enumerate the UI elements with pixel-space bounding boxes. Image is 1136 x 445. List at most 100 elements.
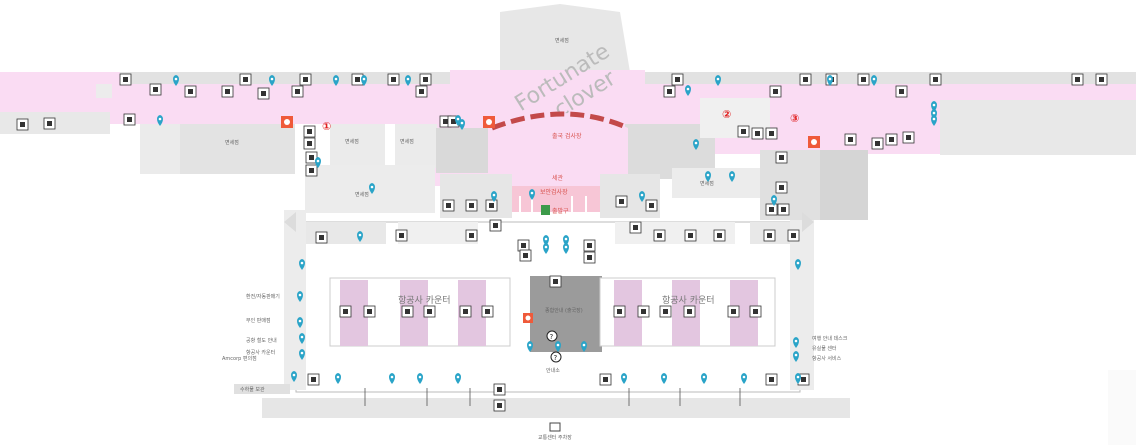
facility-sign-icon[interactable] — [775, 181, 788, 194]
facility-sign-icon[interactable] — [387, 73, 400, 86]
facility-sign-icon[interactable] — [684, 229, 697, 242]
location-pin-icon[interactable] — [729, 171, 735, 182]
facility-sign-icon[interactable] — [315, 231, 328, 244]
location-pin-icon[interactable] — [661, 373, 667, 384]
facility-sign-icon[interactable] — [395, 229, 408, 242]
location-pin-icon[interactable] — [795, 373, 801, 384]
location-pin-icon[interactable] — [455, 115, 461, 126]
facility-sign-icon[interactable] — [583, 239, 596, 252]
facility-sign-icon[interactable] — [465, 229, 478, 242]
facility-sign-icon[interactable] — [1071, 73, 1084, 86]
location-pin-icon[interactable] — [871, 75, 877, 86]
restaurant-icon[interactable] — [523, 313, 533, 323]
facility-sign-icon[interactable] — [629, 221, 642, 234]
facility-sign-icon[interactable] — [123, 113, 136, 126]
facility-sign-icon[interactable] — [1095, 73, 1108, 86]
facility-sign-icon[interactable] — [637, 305, 650, 318]
facility-sign-icon[interactable] — [291, 85, 304, 98]
info-icon[interactable]: ? — [550, 351, 562, 363]
facility-sign-icon[interactable] — [339, 305, 352, 318]
facility-sign-icon[interactable] — [519, 249, 532, 262]
location-pin-icon[interactable] — [297, 317, 303, 328]
facility-sign-icon[interactable] — [119, 73, 132, 86]
facility-sign-icon[interactable] — [895, 85, 908, 98]
facility-sign-icon[interactable] — [615, 195, 628, 208]
facility-sign-icon[interactable] — [599, 373, 612, 386]
facility-sign-icon[interactable] — [363, 305, 376, 318]
location-pin-icon[interactable] — [931, 115, 937, 126]
facility-sign-icon[interactable] — [799, 73, 812, 86]
facility-sign-icon[interactable] — [583, 251, 596, 264]
facility-sign-icon[interactable] — [303, 125, 316, 138]
location-pin-icon[interactable] — [543, 235, 549, 246]
facility-sign-icon[interactable] — [442, 199, 455, 212]
facility-sign-icon[interactable] — [844, 133, 857, 146]
location-pin-icon[interactable] — [685, 85, 691, 96]
location-pin-icon[interactable] — [299, 259, 305, 270]
facility-sign-icon[interactable] — [737, 125, 750, 138]
info-icon[interactable]: ? — [546, 330, 558, 342]
facility-sign-icon[interactable] — [653, 229, 666, 242]
facility-sign-icon[interactable] — [43, 117, 56, 130]
facility-sign-icon[interactable] — [423, 305, 436, 318]
location-pin-icon[interactable] — [299, 349, 305, 360]
location-pin-icon[interactable] — [369, 183, 375, 194]
facility-sign-icon[interactable] — [459, 305, 472, 318]
location-pin-icon[interactable] — [701, 373, 707, 384]
location-pin-icon[interactable] — [491, 191, 497, 202]
location-pin-icon[interactable] — [299, 333, 305, 344]
facility-sign-icon[interactable] — [16, 118, 29, 131]
location-pin-icon[interactable] — [333, 75, 339, 86]
facility-sign-icon[interactable] — [749, 305, 762, 318]
facility-sign-icon[interactable] — [489, 219, 502, 232]
facility-sign-icon[interactable] — [493, 383, 506, 396]
facility-sign-icon[interactable] — [765, 127, 778, 140]
restaurant-icon[interactable] — [483, 116, 495, 128]
location-pin-icon[interactable] — [543, 243, 549, 254]
facility-sign-icon[interactable] — [765, 373, 778, 386]
location-pin-icon[interactable] — [361, 75, 367, 86]
location-pin-icon[interactable] — [931, 101, 937, 112]
facility-sign-icon[interactable] — [184, 85, 197, 98]
location-pin-icon[interactable] — [563, 243, 569, 254]
restaurant-icon[interactable] — [281, 116, 293, 128]
facility-sign-icon[interactable] — [787, 229, 800, 242]
location-pin-icon[interactable] — [693, 139, 699, 150]
facility-sign-icon[interactable] — [777, 203, 790, 216]
facility-sign-icon[interactable] — [239, 73, 252, 86]
facility-sign-icon[interactable] — [419, 73, 432, 86]
location-pin-icon[interactable] — [389, 373, 395, 384]
location-pin-icon[interactable] — [555, 341, 561, 352]
facility-sign-icon[interactable] — [305, 164, 318, 177]
location-pin-icon[interactable] — [357, 231, 363, 242]
location-pin-icon[interactable] — [455, 373, 461, 384]
facility-sign-icon[interactable] — [885, 133, 898, 146]
facility-sign-icon[interactable] — [645, 199, 658, 212]
location-pin-icon[interactable] — [335, 373, 341, 384]
location-pin-icon[interactable] — [459, 119, 465, 130]
facility-sign-icon[interactable] — [727, 305, 740, 318]
facility-sign-icon[interactable] — [659, 305, 672, 318]
facility-sign-icon[interactable] — [929, 73, 942, 86]
facility-sign-icon[interactable] — [549, 275, 562, 288]
facility-sign-icon[interactable] — [713, 229, 726, 242]
facility-sign-icon[interactable] — [775, 151, 788, 164]
facility-sign-icon[interactable] — [481, 305, 494, 318]
facility-sign-icon[interactable] — [465, 199, 478, 212]
location-pin-icon[interactable] — [527, 341, 533, 352]
location-pin-icon[interactable] — [269, 75, 275, 86]
facility-sign-icon[interactable] — [401, 305, 414, 318]
facility-sign-icon[interactable] — [683, 305, 696, 318]
restaurant-icon[interactable] — [808, 136, 820, 148]
facility-sign-icon[interactable] — [857, 73, 870, 86]
location-pin-icon[interactable] — [297, 291, 303, 302]
facility-sign-icon[interactable] — [765, 203, 778, 216]
location-pin-icon[interactable] — [417, 373, 423, 384]
facility-sign-icon[interactable] — [663, 85, 676, 98]
facility-sign-icon[interactable] — [763, 229, 776, 242]
location-pin-icon[interactable] — [621, 373, 627, 384]
facility-sign-icon[interactable] — [902, 131, 915, 144]
facility-sign-icon[interactable] — [299, 73, 312, 86]
facility-sign-icon[interactable] — [517, 239, 530, 252]
location-pin-icon[interactable] — [563, 235, 569, 246]
